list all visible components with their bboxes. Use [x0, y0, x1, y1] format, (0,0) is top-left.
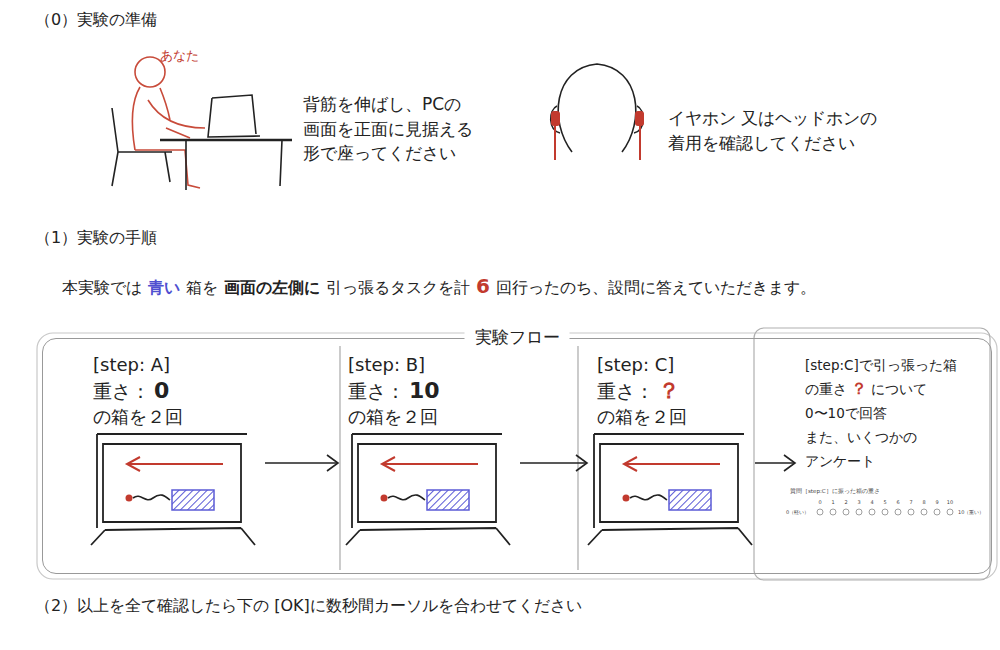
- survey-scale: [817, 509, 953, 515]
- sentence-part: 箱を: [186, 278, 218, 299]
- sentence-number: 6: [476, 274, 490, 298]
- step-text: の箱を２回: [597, 406, 687, 427]
- step-text: 0〜10で回答: [805, 405, 887, 421]
- scale-number: 10: [944, 499, 956, 505]
- scale-number: 0: [814, 499, 826, 505]
- scale-number: 3: [853, 499, 865, 505]
- frame-heading: 実験フロー: [465, 326, 570, 350]
- step-text: 0: [154, 378, 169, 403]
- step-text: [step: B]: [348, 354, 425, 375]
- arrow-shaft: [265, 462, 338, 464]
- sentence-emphasis: 青い: [148, 278, 180, 299]
- section-heading: （1）実験の手順: [35, 228, 157, 249]
- text-line: [step:C]で引っ張った箱: [805, 353, 982, 377]
- survey-question: 質問［step:C］に振った箱の重さ: [790, 488, 880, 495]
- screen-sketch: [588, 434, 752, 545]
- text-line: 重さ：10: [348, 377, 510, 406]
- section-heading: （2）以上を全て確認したら下の [OK]に数秒間カーソルを合わせてください: [35, 596, 582, 617]
- answer-panel: [step:C]で引っ張った箱の重さ？について0〜10で回答また、いくつかのアン…: [801, 349, 986, 549]
- step-text: [step: C]: [597, 354, 674, 375]
- person-at-desk: [112, 57, 292, 190]
- frame-sketch: [37, 333, 997, 579]
- arrow-head: [327, 455, 338, 471]
- arrow-shaft: [755, 462, 795, 464]
- step-text: 重さ：: [93, 380, 150, 402]
- flow-arrow: [755, 455, 795, 471]
- step-text: また、いくつかの: [805, 429, 917, 445]
- text-line: の重さ？について: [805, 377, 982, 401]
- step-text: ？: [658, 378, 680, 403]
- scale-number: 6: [892, 499, 904, 505]
- step-text: [step:C]で引っ張った箱: [805, 357, 957, 373]
- text-line: また、いくつかの: [805, 425, 982, 449]
- arrow-head: [784, 455, 795, 471]
- scale-number: 4: [866, 499, 878, 505]
- step-text: 重さ：: [597, 380, 654, 402]
- text-line: 0〜10で回答: [805, 401, 982, 425]
- panel-frame: [754, 328, 990, 580]
- text-line: の箱を２回: [93, 405, 255, 429]
- text-line: [step: A]: [93, 353, 255, 377]
- step-text: について: [871, 381, 927, 397]
- scale-number: 7: [905, 499, 917, 505]
- scale-number: 2: [840, 499, 852, 505]
- text-line: アンケート: [805, 449, 982, 473]
- screen-sketch: [346, 434, 510, 545]
- section-heading: （0）実験の準備: [35, 10, 157, 31]
- sentence-part: 回行ったのち、設問に答えていただきます。: [496, 278, 816, 299]
- text-line: の箱を２回: [597, 405, 745, 429]
- step-panel: [step: B]重さ：10の箱を２回: [344, 349, 514, 549]
- arrow-head: [576, 455, 587, 471]
- step-panel: [step: A]重さ：0の箱を２回: [89, 349, 259, 549]
- sentence-emphasis: 画面の左側に: [224, 278, 320, 299]
- step-text: アンケート: [805, 453, 875, 469]
- step-text: の重さ: [805, 381, 847, 397]
- step-panel: [step: C]重さ：？の箱を２回: [593, 349, 749, 549]
- flow-frame: 実験フロー[step: A]重さ：0の箱を２回[step: B]重さ：10の箱を…: [42, 338, 992, 574]
- scale-end: 0（軽い）: [786, 509, 809, 515]
- scale-end: 10（重い）: [958, 509, 984, 515]
- head-with-earphones: [551, 64, 644, 160]
- sentence-part: 引っ張るタスクを計: [326, 278, 470, 299]
- text-line: [step: B]: [348, 353, 510, 377]
- scale-number: 8: [918, 499, 930, 505]
- flow-arrow: [265, 455, 338, 471]
- scale-number: 5: [879, 499, 891, 505]
- sentence-row: 本実験では青い箱を画面の左側に引っ張るタスクを計 6 回行ったのち、設問に答えていた…: [62, 274, 816, 299]
- flow-arrow: [520, 455, 587, 471]
- step-text: の箱を２回: [348, 406, 438, 427]
- text-line: 重さ：0: [93, 377, 255, 406]
- text-line: [step: C]: [597, 353, 745, 377]
- arrow-shaft: [520, 462, 587, 464]
- panel-divider: [340, 346, 578, 570]
- instruction-text: 背筋を伸ばし、PCの 画面を正面に見据える 形で座ってください: [303, 92, 533, 166]
- text-line: の箱を２回: [348, 405, 510, 429]
- scale-number: 1: [827, 499, 839, 505]
- figure-label: あなた: [160, 47, 199, 65]
- step-text: ？: [851, 379, 867, 398]
- step-text: の箱を２回: [93, 406, 183, 427]
- instruction-text: イヤホン 又はヘッドホンの 着用を確認してください: [668, 106, 888, 155]
- sentence-part: 本実験では: [62, 278, 142, 299]
- step-text: [step: A]: [93, 354, 170, 375]
- step-text: 10: [409, 378, 440, 403]
- screen-sketch: [91, 434, 255, 545]
- text-line: 重さ：？: [597, 377, 745, 406]
- step-text: 重さ：: [348, 380, 405, 402]
- scale-number: 9: [931, 499, 943, 505]
